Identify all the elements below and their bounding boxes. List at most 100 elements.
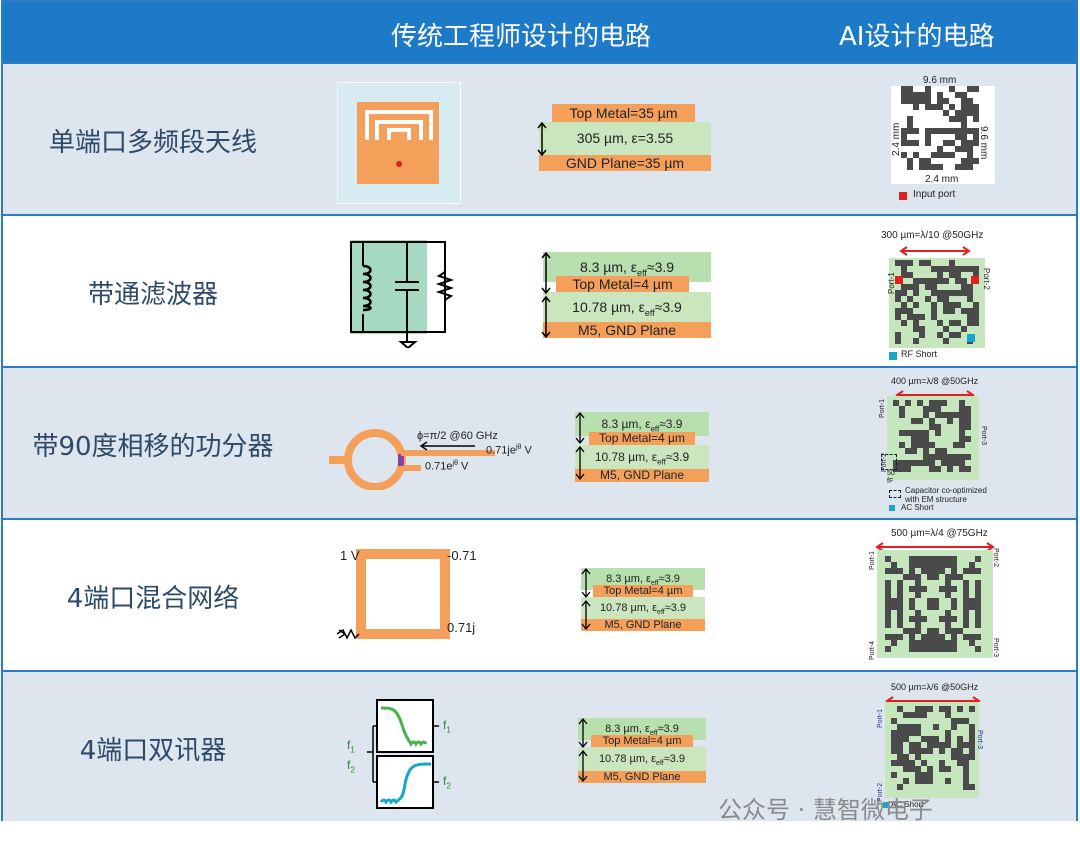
pixel-cell <box>927 640 933 646</box>
pixel-cell <box>927 568 933 574</box>
pixel-cell <box>957 628 963 634</box>
pixel-cell <box>945 586 951 592</box>
pixel-cell <box>919 158 925 164</box>
pixel-cell <box>893 400 899 406</box>
pixel-cell <box>919 314 925 320</box>
pixel-cell <box>909 742 915 748</box>
pixel-cell <box>975 616 981 622</box>
pixel-cell <box>943 278 949 284</box>
pixel-cell <box>907 260 913 266</box>
pixel-cell <box>901 284 907 290</box>
pixel-cell <box>963 760 969 766</box>
port2-marker <box>971 276 979 284</box>
pixel-cell <box>927 736 933 742</box>
pixel-cell <box>921 646 927 652</box>
pixel-cell <box>919 278 925 284</box>
port3-label: Port-3 <box>980 426 987 446</box>
pixel-cell <box>897 730 903 736</box>
pixel-cell <box>913 284 919 290</box>
pixel-cell <box>955 146 961 152</box>
pixel-cell <box>967 110 973 116</box>
pixel-cell <box>923 448 929 454</box>
pixel-cell <box>913 128 919 134</box>
pixel-cell <box>925 104 931 110</box>
pixel-cell <box>909 556 915 562</box>
pixel-cell <box>933 604 939 610</box>
pixel-cell <box>967 320 973 326</box>
pixel-cell <box>941 460 947 466</box>
pixel-cell <box>963 610 969 616</box>
legend-ac-short: AC Short <box>901 503 934 512</box>
pixel-cell <box>957 718 963 724</box>
pixel-cell <box>923 442 929 448</box>
pixel-cell <box>965 466 971 472</box>
pixel-cell <box>921 748 927 754</box>
pixel-cell <box>939 766 945 772</box>
rf-short-swatch <box>889 352 897 360</box>
watermark: 公众号 · 慧智微电子 <box>718 796 933 824</box>
pixel-cell <box>925 260 931 266</box>
pixel-cell <box>945 742 951 748</box>
pixel-cell <box>909 628 915 634</box>
pixel-cell <box>939 634 945 640</box>
pixel-cell <box>891 598 897 604</box>
pixel-cell <box>959 442 965 448</box>
pixel-cell <box>933 568 939 574</box>
thickness-arrows <box>578 718 588 783</box>
f1-left-label: f1 <box>347 738 355 755</box>
pixel-cell <box>943 140 949 146</box>
pixel-cell <box>931 290 937 296</box>
pixel-cell <box>949 272 955 278</box>
pixel-cell <box>917 400 923 406</box>
pixel-cell <box>913 98 919 104</box>
pixel-cell <box>915 628 921 634</box>
pixel-cell <box>925 98 931 104</box>
pixel-cell <box>939 616 945 622</box>
pixel-cell <box>929 406 935 412</box>
dielectric-layer-lower: 10.78 µm, εeff≈3.9 <box>575 445 709 469</box>
pixel-cell <box>967 104 973 110</box>
pixel-cell <box>897 634 903 640</box>
pixel-cell <box>913 326 919 332</box>
pixel-cell <box>929 466 935 472</box>
pixel-cell <box>891 562 897 568</box>
pixel-cell <box>957 754 963 760</box>
pixel-cell <box>897 568 903 574</box>
pixel-cell <box>973 104 979 110</box>
pixel-cell <box>915 724 921 730</box>
pixel-cell <box>951 556 957 562</box>
pixel-cell <box>905 448 911 454</box>
pixel-cell <box>949 266 955 272</box>
pixel-cell <box>895 296 901 302</box>
pixel-cell <box>907 158 913 164</box>
pixel-cell <box>903 778 909 784</box>
pixel-cell <box>921 712 927 718</box>
pixel-cell <box>935 424 941 430</box>
dielectric-layer-lower: 10.78 µm, εeff≈3.9 <box>578 747 706 771</box>
pixel-cell <box>897 616 903 622</box>
pixel-cell <box>935 466 941 472</box>
pixel-cell <box>961 290 967 296</box>
pixel-cell <box>925 128 931 134</box>
pixel-cell <box>891 742 897 748</box>
pixel-cell <box>933 634 939 640</box>
pixel-cell <box>969 730 975 736</box>
pixel-cell <box>963 742 969 748</box>
pixel-cell <box>913 320 919 326</box>
pixel-cell <box>929 418 935 424</box>
pixel-cell <box>927 604 933 610</box>
pixel-cell <box>901 272 907 278</box>
dim-bottom: 2.4 mm <box>925 174 959 185</box>
pixel-cell <box>897 592 903 598</box>
port1-marker <box>895 276 903 284</box>
pixel-cell <box>913 92 919 98</box>
pixel-cell <box>963 772 969 778</box>
row-hybrid: 4端口混合网络 1 V -0.71 0.71j 8.3 µm, εeff≈3.9… <box>3 518 1076 670</box>
pixel-cell <box>963 580 969 586</box>
pixel-cell <box>973 140 979 146</box>
pixel-cell <box>965 412 971 418</box>
pixel-cell <box>917 460 923 466</box>
pixel-cell <box>891 634 897 640</box>
pixel-cell <box>935 400 941 406</box>
pixel-cell <box>969 706 975 712</box>
